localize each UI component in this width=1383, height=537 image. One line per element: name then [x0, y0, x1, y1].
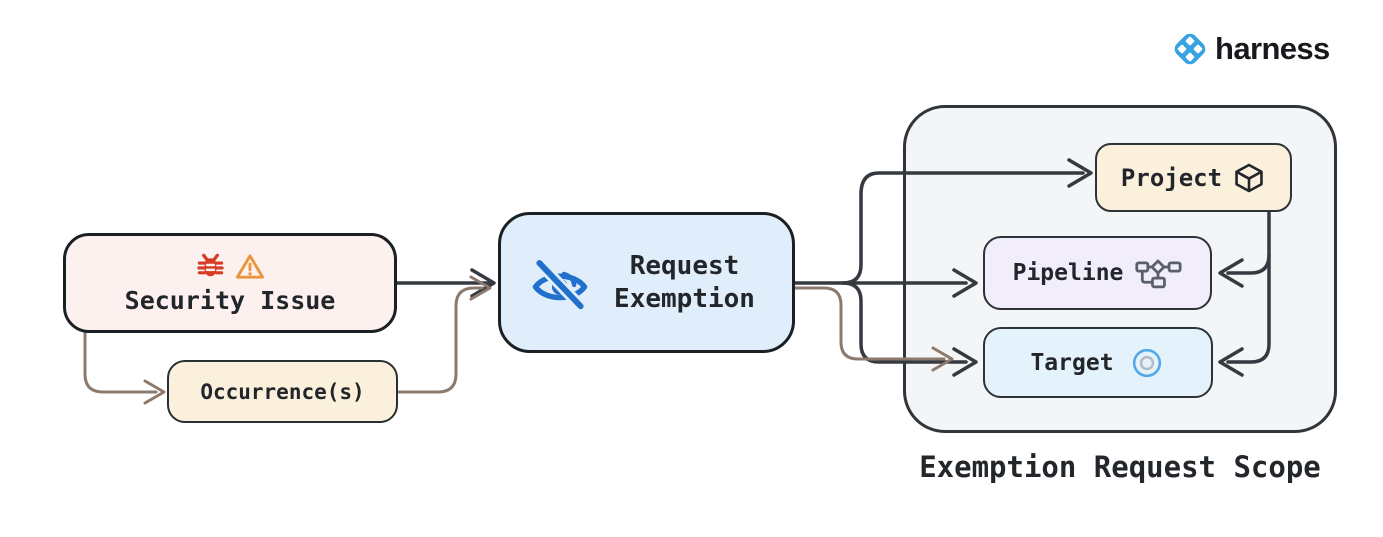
security-issue-label: Security Issue	[124, 286, 336, 315]
edge-security-to-occurrences	[83, 331, 158, 394]
package-icon	[1235, 163, 1263, 192]
target-label: Target	[1030, 349, 1114, 376]
project-label: Project	[1120, 163, 1223, 192]
node-target: Target	[983, 327, 1213, 398]
node-request-exemption: Request Exemption	[498, 212, 795, 353]
harness-logo: harness	[1170, 29, 1330, 69]
arrowhead-occurrences	[143, 379, 166, 405]
pipeline-label: Pipeline	[1012, 260, 1124, 286]
edge-occurrences-to-request	[396, 286, 484, 394]
warning-icon	[235, 254, 264, 279]
arrowhead-request-dark	[470, 268, 496, 298]
occurrences-label: Occurrence(s)	[200, 379, 365, 404]
scope-title: Exemption Request Scope	[919, 450, 1321, 484]
target-icon	[1132, 348, 1161, 377]
pipeline-icon	[1135, 259, 1182, 289]
node-pipeline: Pipeline	[983, 236, 1212, 310]
node-security-issue: Security Issue	[63, 233, 397, 333]
arrowhead-request-brown	[469, 275, 492, 301]
security-issue-icons	[195, 251, 266, 282]
node-project: Project	[1095, 143, 1292, 212]
harness-logo-icon	[1174, 33, 1206, 65]
eye-off-icon	[532, 256, 587, 312]
bug-icon	[196, 253, 224, 277]
harness-wordmark: harness	[1215, 31, 1330, 66]
node-occurrences: Occurrence(s)	[167, 360, 398, 423]
request-exemption-label: Request Exemption	[614, 251, 755, 314]
